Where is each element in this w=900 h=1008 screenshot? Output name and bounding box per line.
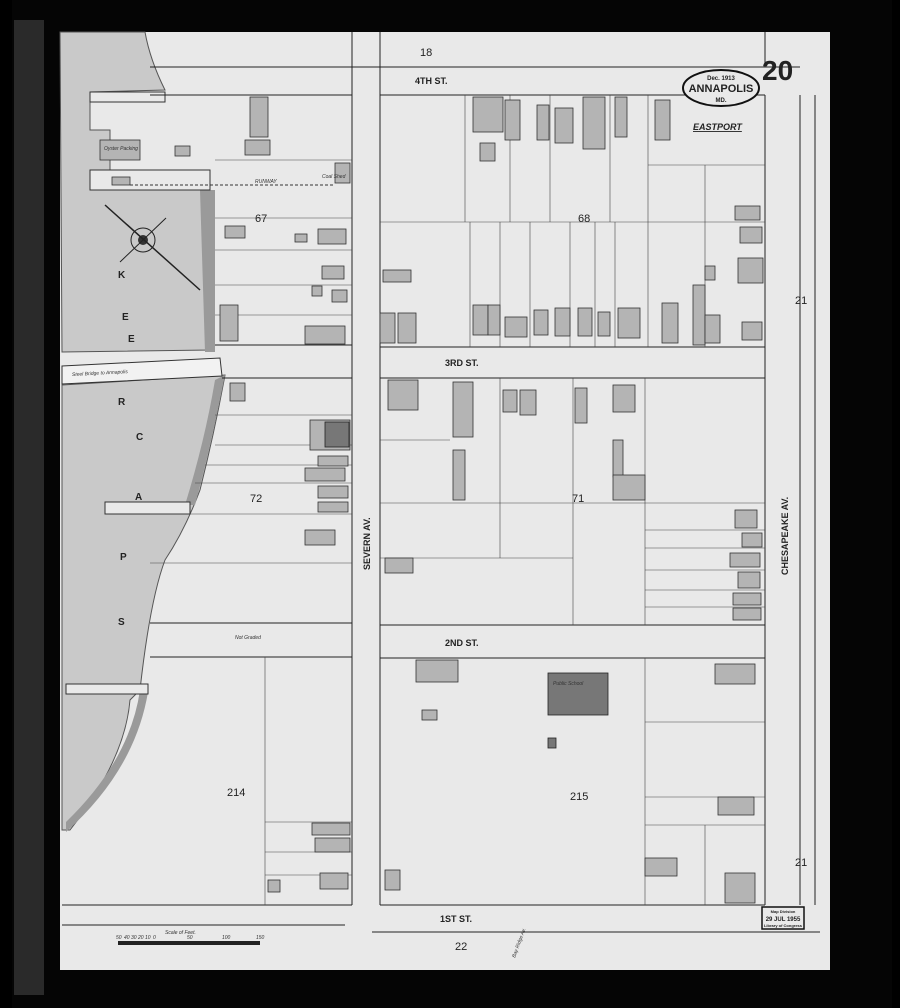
street-severn: SEVERN AV.: [362, 517, 372, 570]
block-67: 67: [255, 213, 267, 225]
svg-text:K: K: [118, 270, 126, 281]
film-edge: [14, 20, 44, 995]
svg-text:20: 20: [137, 935, 144, 941]
pier: [65, 683, 149, 695]
street-1st: 1ST ST.: [440, 914, 472, 924]
svg-text:30: 30: [131, 935, 137, 941]
svg-text:100: 100: [222, 935, 231, 941]
street-2nd: 2ND ST.: [445, 638, 479, 648]
spa-creek-label: K E E R C A P S: [118, 270, 143, 628]
street-4th: 4TH ST.: [415, 76, 448, 86]
not-graded-label: Not Graded: [235, 635, 261, 641]
scale-bar: [118, 941, 260, 945]
svg-text:E: E: [122, 312, 129, 323]
block-214: 214: [227, 787, 245, 799]
adjoining-sheet-right-lower[interactable]: 21: [795, 857, 807, 869]
block-71: 71: [572, 493, 584, 505]
pier: [89, 169, 211, 191]
map-city: ANNAPOLIS: [689, 83, 754, 95]
buildings: [111, 96, 764, 904]
library-stamp: [761, 906, 805, 930]
svg-text:150: 150: [256, 935, 265, 941]
svg-text:C: C: [136, 432, 143, 443]
svg-text:50: 50: [116, 935, 122, 941]
public-school-label: Public School: [553, 681, 584, 687]
adjoining-sheet-bottom[interactable]: 22: [455, 941, 467, 953]
map-state: MD.: [716, 98, 727, 104]
block-215: 215: [570, 791, 588, 803]
stamp-line-1: Map Division: [771, 909, 796, 914]
coal-shed-label: Coal Shed: [322, 174, 346, 180]
adjoining-sheet-top[interactable]: 18: [420, 47, 432, 59]
svg-text:E: E: [128, 334, 135, 345]
oyster-packing-building: [99, 139, 141, 161]
svg-text:0: 0: [153, 935, 156, 941]
stamp-line-3: Library of Congress: [764, 923, 803, 928]
title-oval: [682, 69, 760, 107]
block-72: 72: [250, 493, 262, 505]
svg-text:A: A: [135, 492, 142, 503]
street-3rd: 3RD ST.: [445, 358, 479, 368]
street-chesapeake: CHESAPEAKE AV.: [780, 497, 790, 575]
svg-text:10: 10: [145, 935, 151, 941]
block-68: 68: [578, 213, 590, 225]
district-label: EASTPORT: [693, 122, 743, 132]
pier: [89, 91, 166, 103]
adjoining-sheet-right-upper[interactable]: 21: [795, 295, 807, 307]
page-number: 20: [762, 55, 793, 86]
runway-label: RUNWAY: [255, 179, 277, 185]
shore-bulkhead: [66, 190, 225, 832]
pier: [104, 501, 191, 515]
oyster-packing-label: Oyster Packing: [104, 146, 138, 152]
bridge-label: Steel Bridge to Annapolis: [72, 369, 129, 378]
svg-text:50: 50: [187, 935, 193, 941]
svg-text:40: 40: [124, 935, 130, 941]
steel-bridge: [61, 357, 223, 385]
map-date: Dec. 1913: [707, 76, 735, 82]
scale-title: Scale of Feet.: [165, 930, 196, 936]
stamp-line-2: 29 JUL 1955: [766, 917, 801, 923]
svg-text:S: S: [118, 617, 125, 628]
svg-text:R: R: [118, 397, 126, 408]
public-school-building: [547, 672, 609, 716]
compass-rose-icon: [104, 204, 201, 291]
svg-text:P: P: [120, 552, 127, 563]
